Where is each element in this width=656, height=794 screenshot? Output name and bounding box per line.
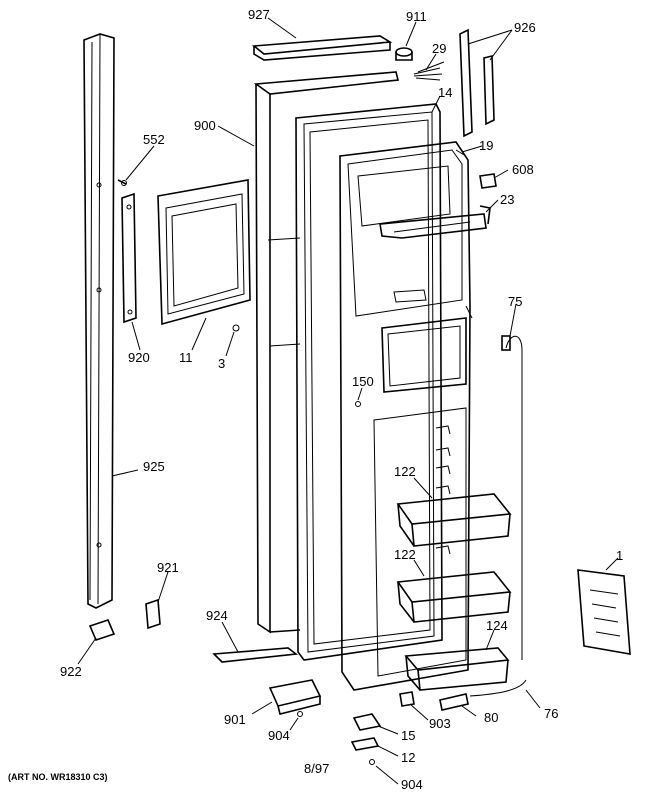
leader-lines [77, 17, 619, 785]
callout-23: 23 [500, 192, 515, 207]
part-927-top-cap [251, 35, 393, 61]
callout-11: 11 [179, 350, 193, 365]
callout-1: 1 [616, 548, 624, 563]
part-904-screw-a [297, 711, 303, 717]
part-122-upper-bin [396, 493, 512, 547]
callout-14: 14 [438, 85, 453, 100]
part-75-tube [501, 335, 523, 660]
part-924-rail [212, 647, 299, 663]
callout-925: 925 [143, 459, 165, 474]
callout-76: 76 [544, 706, 559, 721]
part-12 [350, 737, 380, 751]
callout-552: 552 [143, 132, 165, 147]
callout-19: 19 [479, 138, 494, 153]
part-922-hinge [88, 619, 116, 641]
part-926-trim [459, 28, 495, 138]
art-number: (ART NO. WR18310 C3) [8, 772, 108, 782]
callout-921: 921 [157, 560, 179, 575]
callout-926: 926 [514, 20, 536, 35]
callout-608: 608 [512, 162, 534, 177]
part-552-screw [117, 179, 127, 186]
callout-122-lower: 122 [394, 547, 416, 562]
door-liner [339, 141, 473, 691]
part-150-screw [355, 401, 361, 407]
part-921-bracket [145, 598, 161, 630]
part-122-lower-bin [396, 571, 512, 623]
part-904-screw-b [369, 759, 375, 765]
callout-150: 150 [352, 374, 374, 389]
shelf-clips [435, 425, 451, 555]
part-3-screw [232, 324, 240, 332]
part-900-outer-door [253, 71, 399, 634]
callout-29: 29 [432, 41, 447, 56]
callout-80: 80 [484, 710, 499, 725]
callout-924: 924 [206, 608, 228, 623]
part-29-harness [413, 61, 445, 81]
part-124-bottom-bin [404, 647, 510, 691]
part-925-trim-strip [83, 33, 115, 609]
callout-122-upper: 122 [394, 464, 416, 479]
part-920-bracket [121, 192, 137, 324]
part-1-manual [577, 569, 631, 655]
callout-904-b: 904 [401, 777, 423, 792]
callout-901: 901 [224, 712, 246, 727]
part-19 [455, 149, 467, 157]
part-76-wire [469, 679, 527, 697]
part-23-top-bin [379, 205, 491, 239]
part-911-plug [395, 47, 413, 61]
callout-904-a: 904 [268, 728, 290, 743]
callout-927: 927 [248, 7, 270, 22]
callout-922: 922 [60, 664, 82, 679]
part-80-tubing [439, 693, 469, 711]
callout-12: 12 [401, 750, 416, 765]
callout-900: 900 [194, 118, 216, 133]
callout-124: 124 [486, 618, 508, 633]
callout-75: 75 [508, 294, 523, 309]
part-11-gasket [157, 179, 251, 326]
callout-15: 15 [401, 728, 416, 743]
callout-920: 920 [128, 350, 150, 365]
callout-3: 3 [218, 356, 226, 371]
part-15 [352, 713, 382, 731]
diagram-date: 8/97 [304, 761, 330, 776]
callout-903: 903 [429, 716, 451, 731]
part-903-nut [399, 691, 415, 707]
part-901-block [268, 679, 322, 715]
part-608-switch [479, 173, 497, 189]
callout-911: 911 [406, 9, 427, 24]
